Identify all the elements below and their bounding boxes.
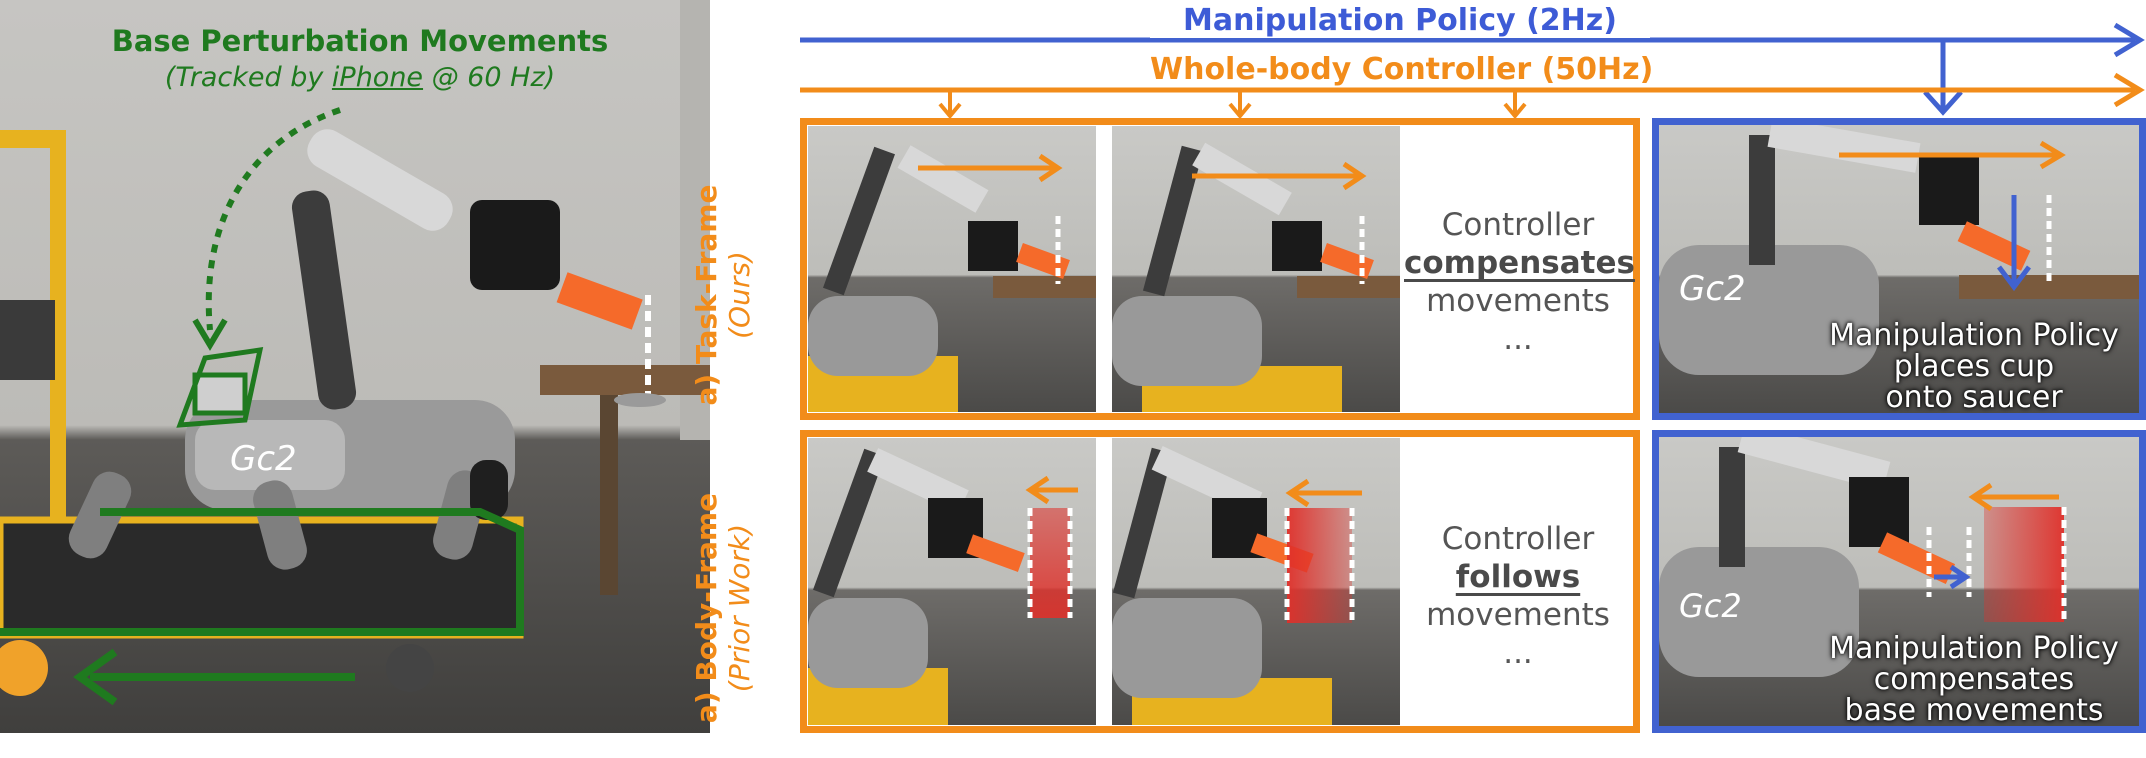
body-frame-policy-scene: Gc2: [1659, 437, 2067, 677]
body-frame-photo-1: [808, 438, 1096, 725]
caption-line-2: compensates: [1873, 662, 2075, 697]
controller-line-3: movements: [1426, 597, 1610, 633]
policy-robot-badge: Gc2: [1679, 269, 1746, 309]
task-frame-photo-1: [808, 126, 1096, 412]
left-photo-panel: Gc2 Base Perturbation Movements (Tracked…: [0, 0, 710, 733]
task-frame-policy-frame: [1652, 118, 2146, 420]
timing-arrows: [800, 22, 2145, 120]
body-frame-controller-note: Controller follows movements ...: [1404, 438, 1632, 725]
side-label-title: a) Body-Frame: [690, 492, 723, 724]
body-frame-controller-frame: [800, 430, 1640, 733]
controller-line-3: movements: [1426, 283, 1610, 319]
body-frame-policy-photo: Gc2 Manipulation Policy compensates base…: [1659, 437, 2139, 726]
task-frame-photo-2: [1112, 126, 1400, 412]
side-label-title: a) Task-Frame: [690, 184, 723, 406]
controller-line-1: Controller: [1441, 207, 1595, 243]
robot-badge-text: Gc2: [230, 439, 297, 479]
side-label-body-frame: a) Body-Frame (Prior Work): [690, 458, 770, 758]
policy-robot-badge: Gc2: [1679, 587, 1742, 625]
side-label-task-frame: a) Task-Frame (Ours): [690, 145, 770, 445]
caption-line-3: onto saucer: [1885, 380, 2063, 413]
controller-keyword: compensates: [1404, 245, 1635, 281]
side-label-sub: (Ours): [723, 145, 756, 445]
body-frame-policy-frame: [1652, 430, 2146, 733]
body-frame-policy-caption: Manipulation Policy compensates base mov…: [1809, 633, 2139, 726]
caption-line-1: Manipulation Policy: [1829, 631, 2119, 666]
task-frame-policy-photo: Gc2 Manipulation Policy places cup onto …: [1659, 125, 2139, 413]
task-frame-controller-note: Controller compensates movements ...: [1404, 126, 1635, 412]
controller-ellipsis: ...: [1503, 321, 1533, 357]
controller-keyword: follows: [1455, 559, 1581, 595]
left-scene-illustration: Gc2: [0, 0, 710, 706]
subtitle-device: iPhone: [331, 62, 424, 93]
task-frame-scene-2: [1112, 142, 1400, 412]
subtitle-prefix: (Tracked by: [164, 62, 332, 93]
caption-line-1: Manipulation Policy: [1829, 318, 2119, 353]
perturbation-subtitle: (Tracked by iPhone @ 60 Hz): [60, 62, 660, 93]
policy-rate-label: Manipulation Policy (2Hz): [1150, 3, 1650, 38]
body-frame-scene-2: [1112, 445, 1362, 725]
controller-line-1: Controller: [1441, 521, 1595, 557]
controller-rate-label: Whole-body Controller (50Hz): [1150, 52, 1654, 87]
side-label-sub: (Prior Work): [723, 458, 756, 758]
controller-ellipsis: ...: [1503, 635, 1533, 671]
task-frame-scene-1: [808, 145, 1096, 412]
task-frame-policy-scene: Gc2: [1659, 125, 2139, 375]
side-label-sub-text: (Prior Work): [723, 523, 756, 693]
side-label-sub-text: (Ours): [723, 251, 756, 339]
caption-line-2: places cup: [1893, 349, 2055, 384]
subtitle-suffix: @ 60 Hz): [423, 62, 556, 93]
task-frame-controller-frame: [800, 118, 1640, 420]
caption-line-3: base movements: [1844, 693, 2104, 726]
body-frame-photo-2: [1112, 438, 1400, 725]
perturbation-title: Base Perturbation Movements: [111, 24, 609, 58]
task-frame-policy-caption: Manipulation Policy places cup onto sauc…: [1809, 320, 2139, 413]
body-frame-scene-1: [808, 448, 1078, 725]
